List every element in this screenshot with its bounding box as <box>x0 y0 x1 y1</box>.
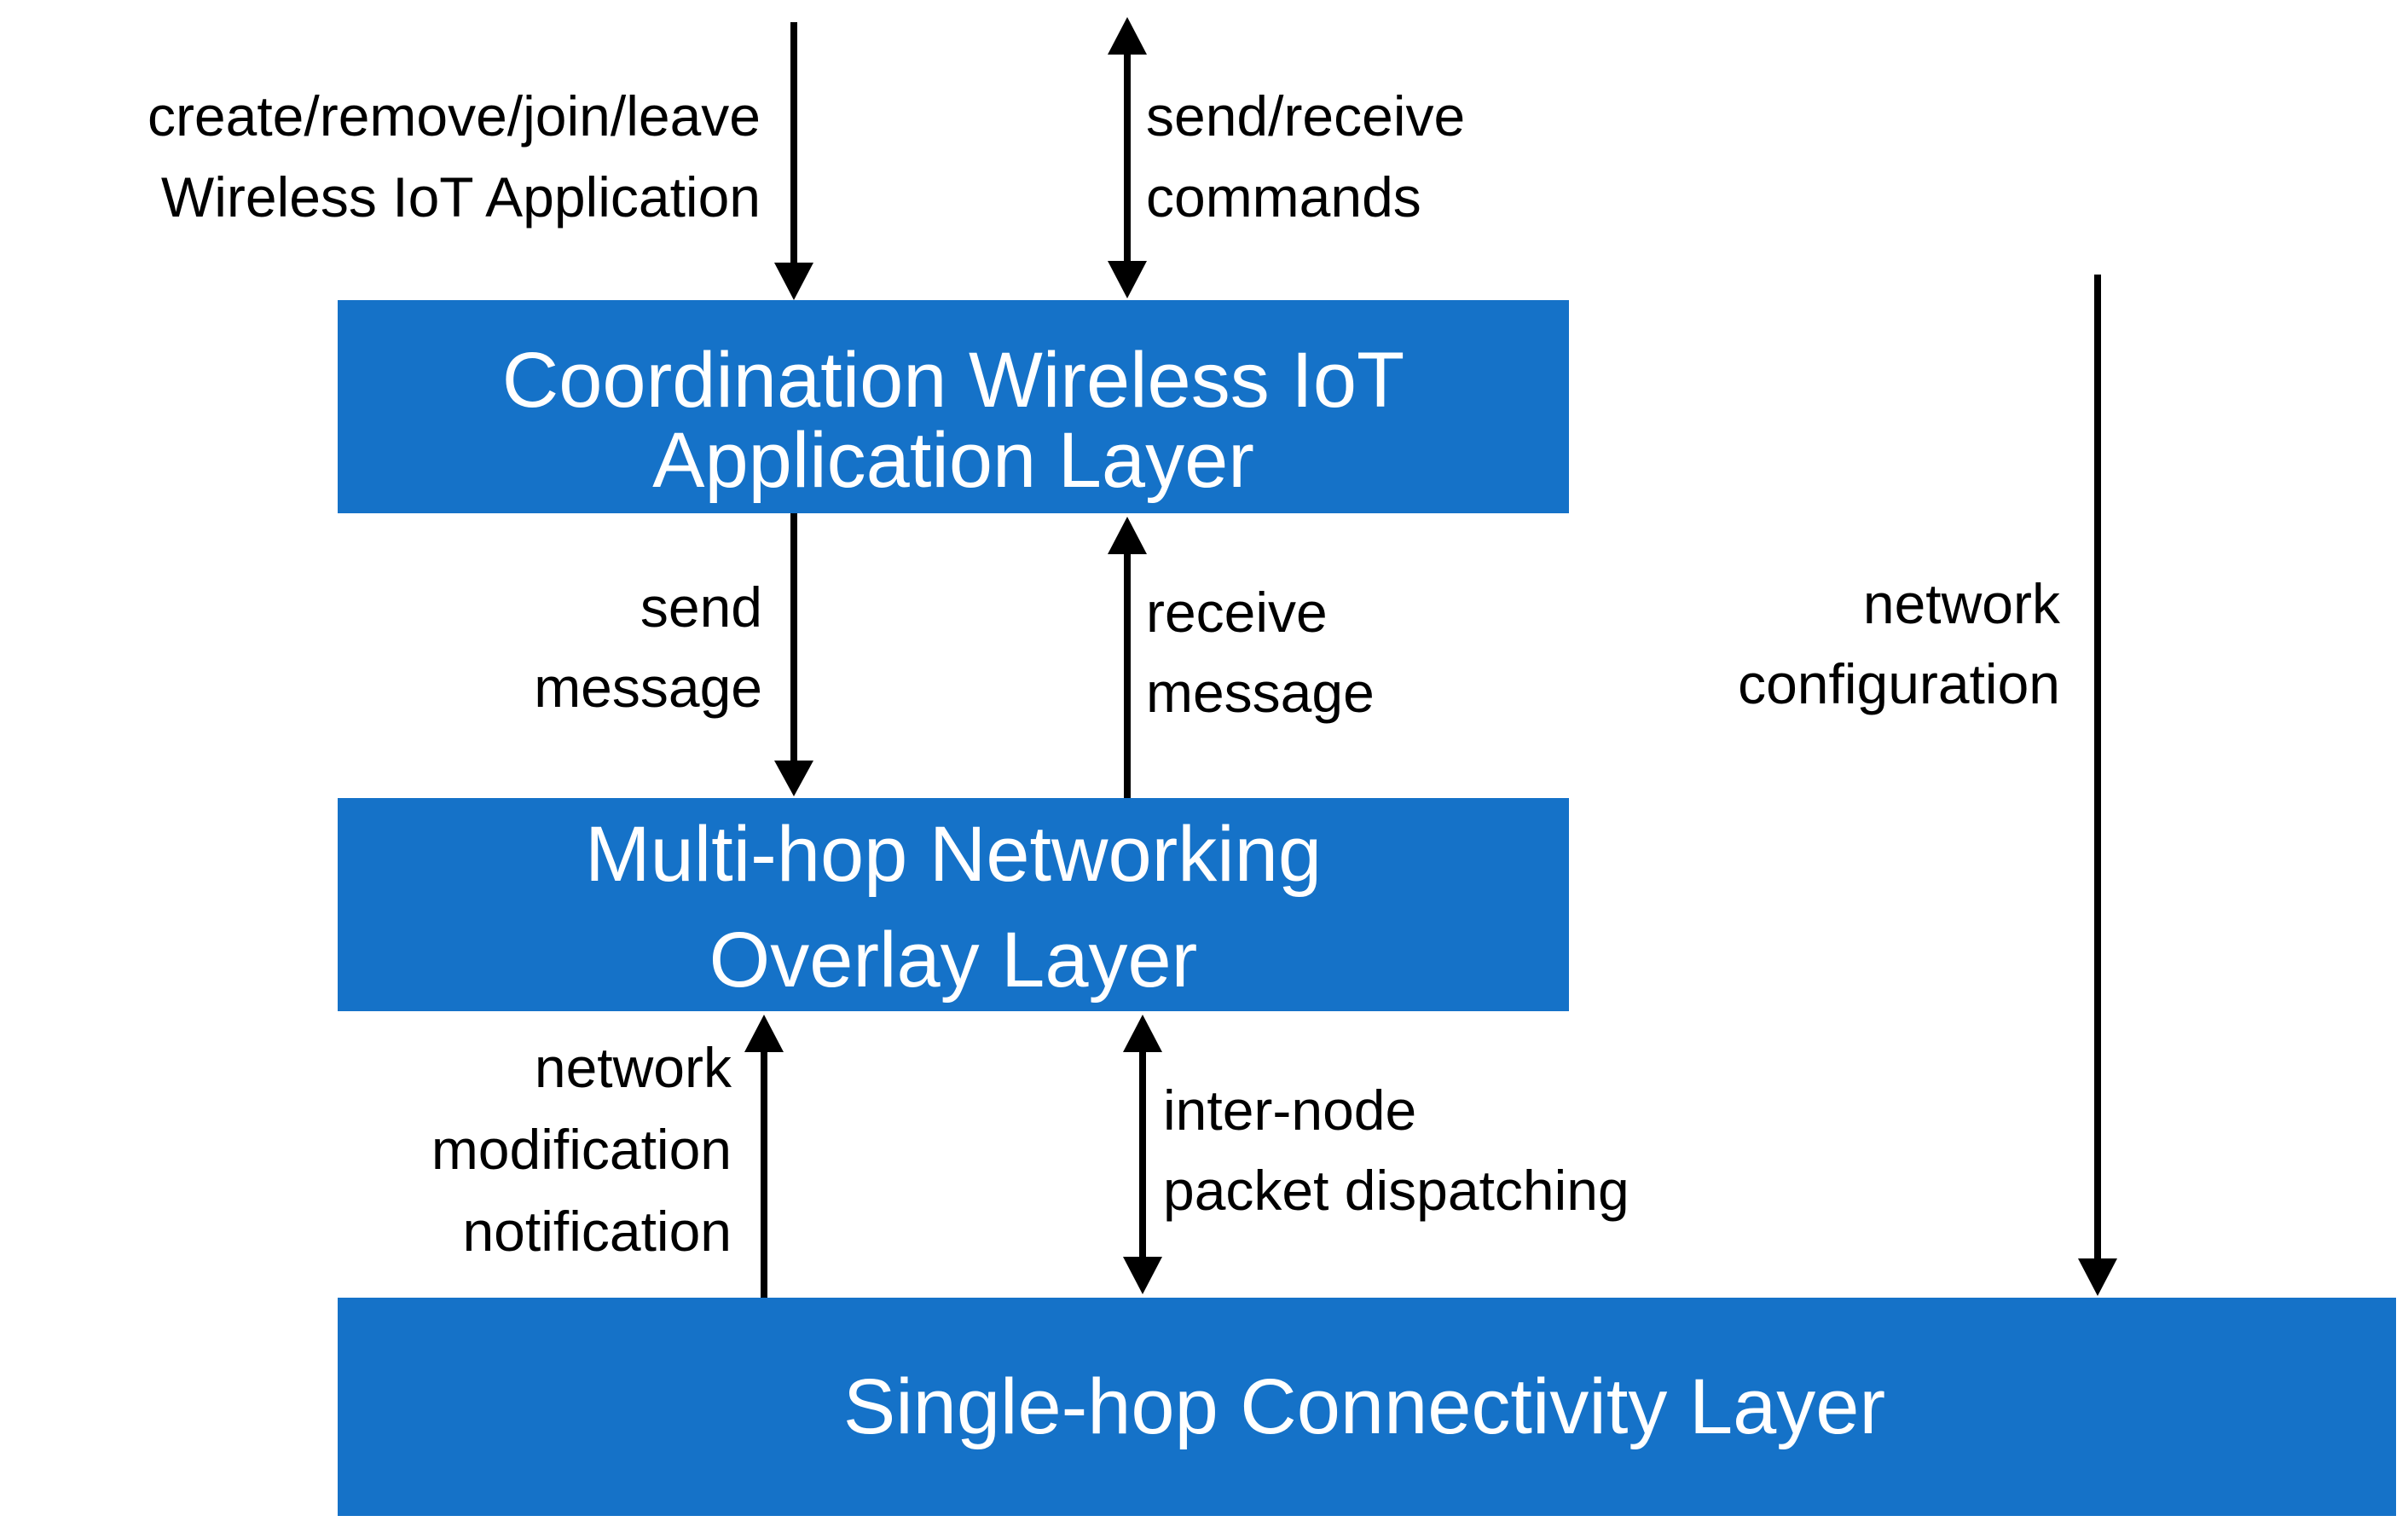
multihop-layer-rect <box>338 798 1569 1011</box>
packet-dispatching-label-line1: inter-node <box>1163 1079 1416 1142</box>
network-modification-arrow <box>744 1015 784 1298</box>
network-modification-label-line2: modification <box>431 1118 732 1181</box>
arrowhead-up-icon <box>1108 517 1147 554</box>
singlehop-layer-rect <box>338 1298 2396 1516</box>
multihop-layer-box: Multi-hop Networking Overlay Layer <box>338 798 1569 1011</box>
receive-message-label-line1: receive <box>1146 581 1328 644</box>
network-configuration-arrow <box>2078 275 2117 1296</box>
coordination-layer-title-line1: Coordination Wireless IoT <box>502 337 1404 424</box>
coordination-layer-rect <box>338 300 1569 513</box>
manage-app-arrow <box>774 22 813 300</box>
singlehop-layer-box: Single-hop Connectivity Layer <box>338 1298 2396 1516</box>
multihop-layer-title-line1: Multi-hop Networking <box>585 811 1322 898</box>
network-modification-label: network modification notification <box>431 1036 732 1263</box>
multihop-layer-title-line2: Overlay Layer <box>709 917 1198 1004</box>
arrowhead-up-icon <box>1108 17 1147 55</box>
commands-arrow <box>1108 17 1147 298</box>
packet-dispatching-arrow <box>1123 1015 1162 1294</box>
packet-dispatching-label: inter-node packet dispatching <box>1163 1079 1629 1222</box>
network-configuration-label-line1: network <box>1863 572 2061 635</box>
coordination-layer-title-line2: Application Layer <box>652 417 1254 504</box>
send-message-label-line1: send <box>640 576 762 639</box>
singlehop-layer-title: Single-hop Connectivity Layer <box>843 1363 1885 1450</box>
receive-message-label: receive message <box>1146 581 1375 724</box>
arrowhead-down-icon <box>1108 261 1147 298</box>
arrowhead-down-icon <box>2078 1258 2117 1296</box>
commands-label-line2: commands <box>1146 165 1421 229</box>
send-message-arrow <box>774 513 813 796</box>
commands-label-line1: send/receive <box>1146 84 1465 148</box>
arrowhead-down-icon <box>774 761 813 796</box>
arrowhead-down-icon <box>774 263 813 300</box>
packet-dispatching-label-line2: packet dispatching <box>1163 1159 1629 1222</box>
receive-message-arrow <box>1108 517 1147 798</box>
network-configuration-label-line2: configuration <box>1738 652 2060 715</box>
manage-app-label-line2: Wireless IoT Application <box>161 165 761 229</box>
send-message-label: send message <box>534 576 762 719</box>
arrowhead-up-icon <box>744 1015 784 1052</box>
network-configuration-label: network configuration <box>1738 572 2061 715</box>
manage-app-label-line1: create/remove/join/leave <box>148 84 761 148</box>
manage-app-label: create/remove/join/leave Wireless IoT Ap… <box>148 84 761 229</box>
network-modification-label-line1: network <box>535 1036 732 1099</box>
arrowhead-down-icon <box>1123 1257 1162 1294</box>
send-message-label-line2: message <box>534 656 762 719</box>
coordination-layer-box: Coordination Wireless IoT Application La… <box>338 300 1569 513</box>
commands-label: send/receive commands <box>1146 84 1465 229</box>
arrowhead-up-icon <box>1123 1015 1162 1052</box>
receive-message-label-line2: message <box>1146 661 1375 724</box>
network-modification-label-line3: notification <box>462 1200 732 1263</box>
